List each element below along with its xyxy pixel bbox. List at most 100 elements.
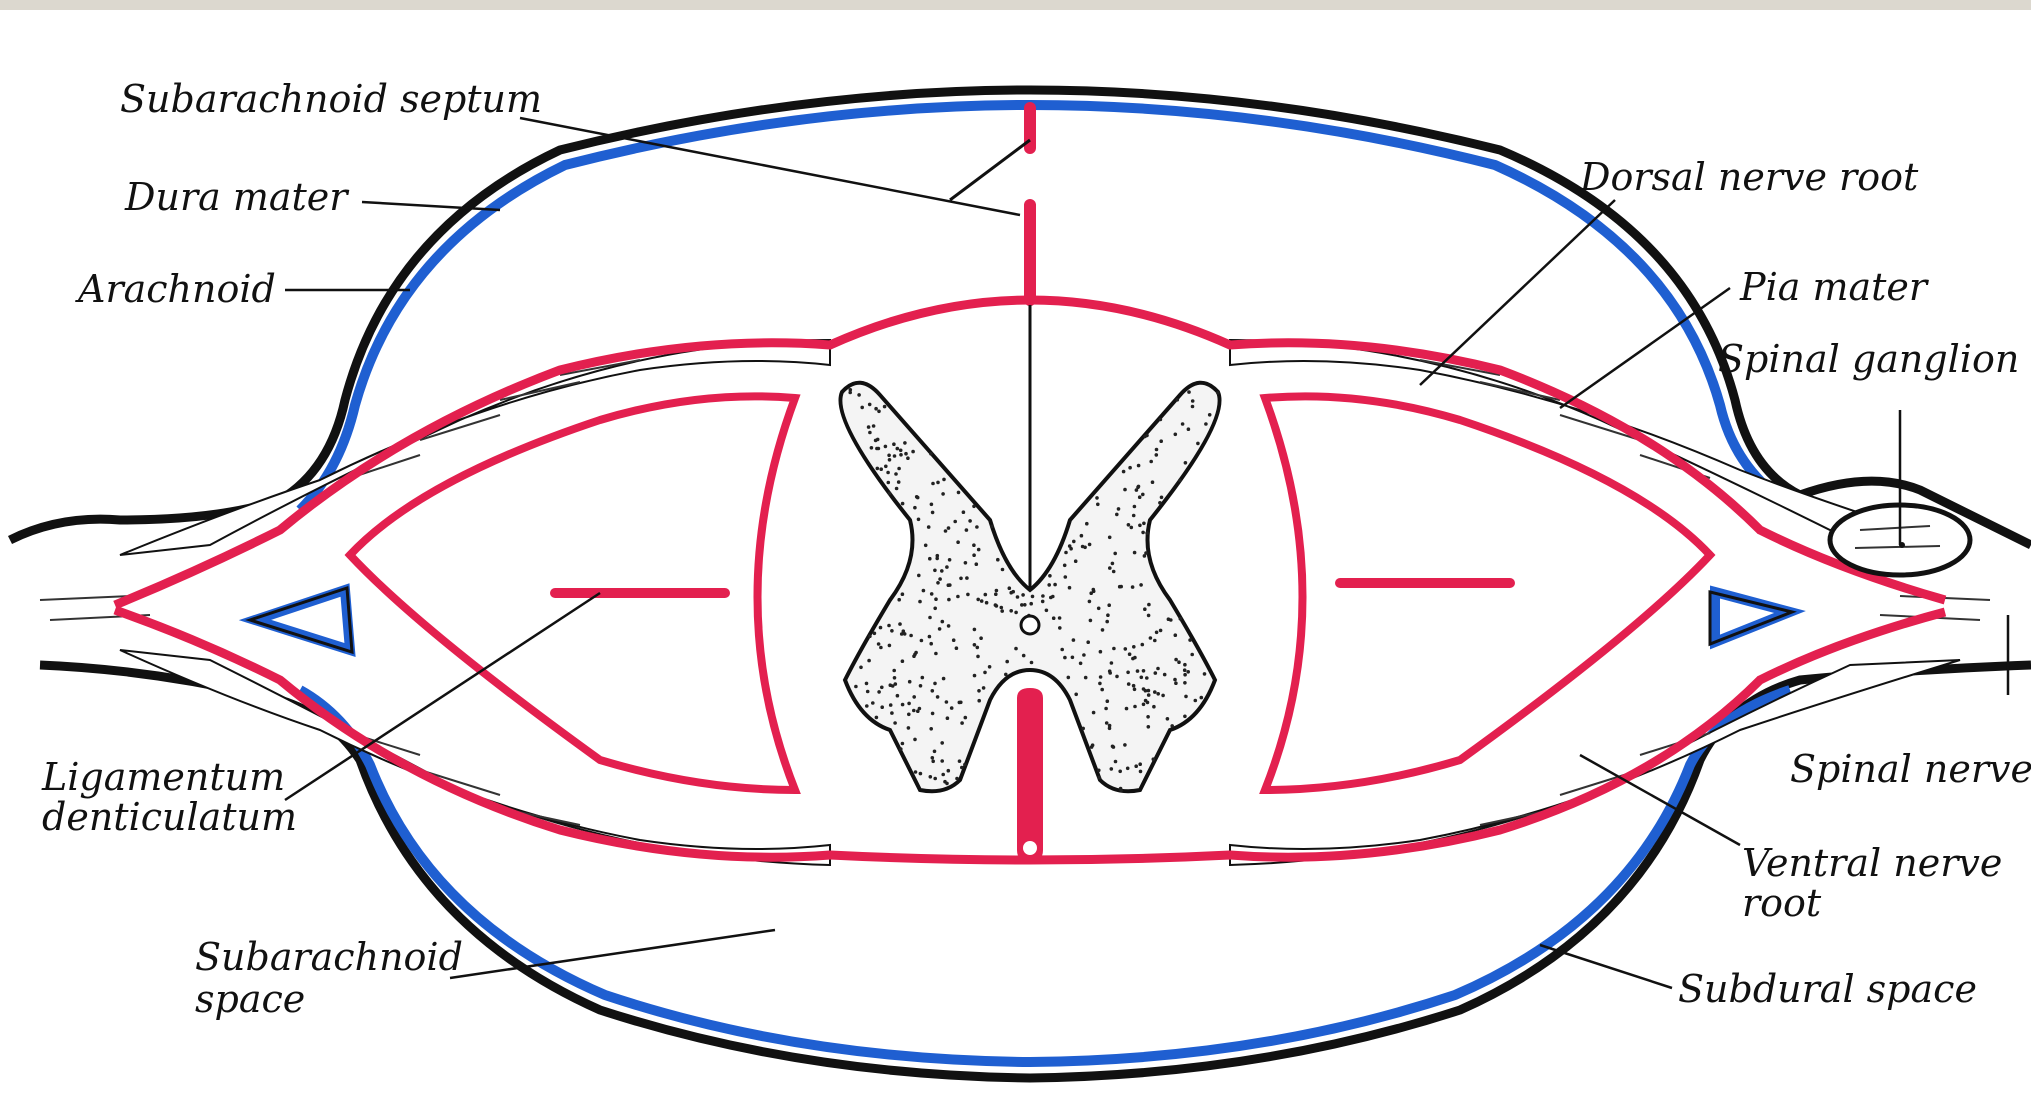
label-spinal-nerve: Spinal nerve — [1790, 747, 2031, 791]
stipple-dot — [1068, 544, 1072, 548]
stipple-dot — [1041, 594, 1045, 598]
stipple-dot — [1108, 669, 1112, 673]
stipple-dot — [935, 557, 939, 561]
stipple-dot — [873, 632, 877, 636]
stipple-dot — [1080, 534, 1084, 538]
stipple-dot — [975, 525, 979, 529]
stipple-dot — [1146, 715, 1150, 719]
stipple-dot — [879, 646, 883, 650]
stipple-dot — [887, 454, 891, 458]
stipple-dot — [1156, 667, 1160, 671]
stipple-dot — [1142, 522, 1146, 526]
stipple-dot — [1119, 585, 1123, 589]
stipple-dot — [901, 659, 905, 663]
stipple-dot — [1141, 643, 1145, 647]
stipple-dot — [917, 518, 921, 522]
stipple-dot — [1128, 652, 1132, 656]
stipple-dot — [1153, 639, 1157, 643]
stipple-dot — [928, 616, 932, 620]
stipple-dot — [945, 565, 949, 569]
stipple-dot — [876, 467, 880, 471]
stipple-dot — [1112, 570, 1116, 574]
stipple-dot — [1153, 690, 1157, 694]
stipple-dot — [867, 425, 871, 429]
stipple-dot — [947, 624, 951, 628]
stipple-dot — [892, 669, 896, 673]
stipple-dot — [1105, 620, 1109, 624]
stipple-dot — [1100, 688, 1104, 692]
stipple-dot — [941, 492, 945, 496]
stipple-dot — [1187, 427, 1191, 431]
stipple-dot — [977, 689, 981, 693]
stipple-dot — [1154, 671, 1158, 675]
stipple-dot — [1130, 526, 1134, 530]
stipple-dot — [1132, 684, 1136, 688]
stipple-dot — [1160, 496, 1164, 500]
stipple-dot — [888, 458, 892, 462]
stipple-dot — [1064, 575, 1068, 579]
stipple-dot — [936, 481, 940, 485]
stipple-dot — [1126, 671, 1130, 675]
stipple-dot — [1159, 439, 1163, 443]
stipple-dot — [1014, 611, 1018, 615]
stipple-dot — [899, 449, 903, 453]
label-dorsal-nerve-root: Dorsal nerve root — [1579, 155, 1919, 199]
stipple-dot — [921, 676, 925, 680]
stipple-dot — [1111, 562, 1115, 566]
stipple-dot — [1166, 717, 1170, 721]
stipple-dot — [1058, 626, 1062, 630]
stipple-dot — [888, 644, 892, 648]
stipple-dot — [1023, 603, 1027, 607]
stipple-dot — [1092, 711, 1096, 715]
stipple-dot — [1196, 442, 1200, 446]
stipple-dot — [1048, 574, 1052, 578]
stipple-dot — [1183, 668, 1187, 672]
stipple-dot — [877, 690, 881, 694]
stipple-dot — [884, 465, 888, 469]
stipple-dot — [1095, 496, 1099, 500]
stipple-dot — [1133, 551, 1137, 555]
label-pia-mater: Pia mater — [1739, 265, 1930, 309]
stipple-dot — [1163, 673, 1167, 677]
stipple-dot — [929, 775, 933, 779]
stipple-dot — [1118, 770, 1122, 774]
stipple-dot — [972, 553, 976, 557]
stipple-dot — [1155, 448, 1159, 452]
stipple-dot — [1170, 724, 1174, 728]
stipple-dot — [896, 447, 900, 451]
stipple-dot — [1097, 769, 1101, 773]
stipple-dot — [880, 686, 884, 690]
stipple-dot — [1183, 663, 1187, 667]
stipple-dot — [1200, 696, 1204, 700]
stipple-dot — [984, 593, 988, 597]
stipple-dot — [1079, 662, 1083, 666]
stipple-dot — [933, 607, 937, 611]
stipple-dot — [957, 491, 961, 495]
stipple-dot — [1203, 672, 1207, 676]
stipple-dot — [1082, 653, 1086, 657]
stipple-dot — [879, 626, 883, 630]
stipple-dot — [955, 777, 959, 781]
stipple-dot — [893, 454, 897, 458]
stipple-dot — [936, 695, 940, 699]
stipple-dot — [948, 558, 952, 562]
stipple-dot — [1005, 660, 1009, 664]
stipple-dot — [996, 558, 1000, 562]
stipple-dot — [901, 703, 905, 707]
stipple-dot — [947, 769, 951, 773]
stipple-dot — [1112, 745, 1116, 749]
leader-dorsal-nerve-root — [1420, 200, 1615, 385]
stipple-dot — [972, 543, 976, 547]
anterior-spinal-artery — [1023, 841, 1037, 855]
stipple-dot — [929, 642, 933, 646]
stipple-dot — [1085, 522, 1089, 526]
stipple-dot — [976, 598, 980, 602]
stipple-dot — [870, 446, 874, 450]
stipple-dot — [1188, 638, 1192, 642]
stipple-dot — [1004, 673, 1008, 677]
stipple-dot — [901, 502, 905, 506]
stipple-dot — [928, 635, 932, 639]
stipple-dot — [1156, 692, 1160, 696]
stipple-dot — [1136, 669, 1140, 673]
stipple-dot — [1176, 398, 1180, 402]
